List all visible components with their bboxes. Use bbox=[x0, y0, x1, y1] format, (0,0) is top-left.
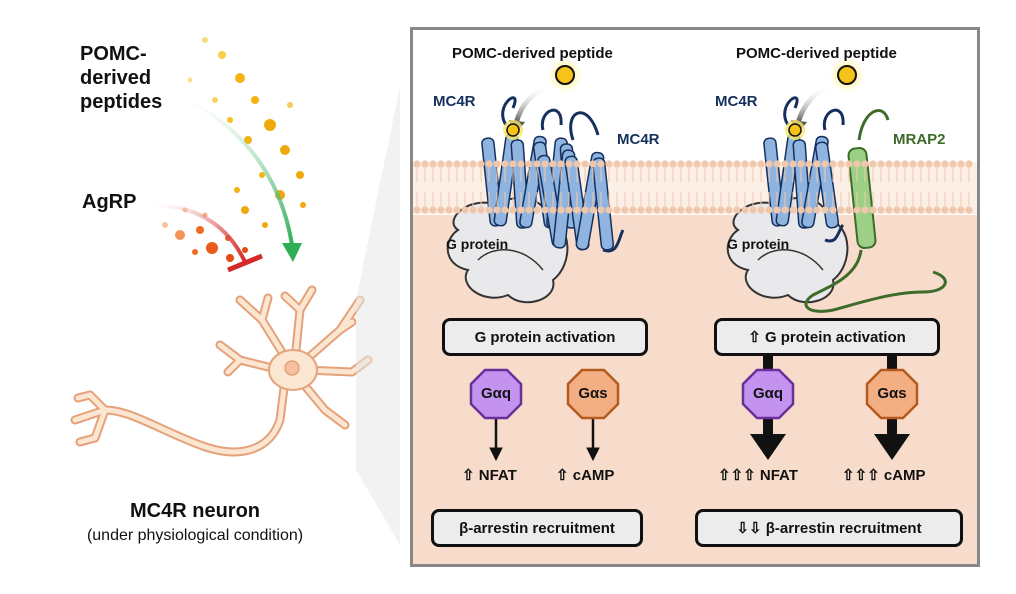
right-mrap2-label: MRAP2 bbox=[893, 131, 946, 148]
ligand-sun-icon-right bbox=[837, 65, 857, 85]
mrap2-loop bbox=[857, 109, 890, 141]
right-arrestin-box: ⇩⇩ β-arrestin recruitment bbox=[695, 509, 963, 547]
pomc-label: POMC- derived peptides bbox=[80, 42, 162, 114]
agrp-inhibition-line bbox=[149, 203, 247, 263]
left-scenario bbox=[446, 57, 625, 304]
left-illustration bbox=[70, 37, 400, 545]
left-gaq-label: Gαq bbox=[480, 385, 512, 402]
right-gaq-label: Gαq bbox=[752, 385, 784, 402]
right-gprotein-label: G protein bbox=[727, 236, 790, 252]
agrp-label: AgRP bbox=[82, 191, 137, 213]
pomc-arrow-head bbox=[282, 243, 302, 262]
ligand-arrow-right bbox=[795, 82, 836, 124]
mrap2-helix bbox=[847, 147, 877, 249]
pomc-activation-arrow bbox=[174, 93, 294, 246]
pomc-peptide-dots bbox=[187, 37, 306, 228]
neuron-title: MC4R neuron bbox=[130, 500, 260, 522]
receptor-helix-icon-right bbox=[763, 133, 840, 229]
left-ligand-label: POMC-derived peptide bbox=[452, 45, 613, 62]
left-activation-box: G protein activation bbox=[442, 318, 648, 356]
left-gas-label: Gαs bbox=[578, 385, 608, 402]
pomc-label-line-2: derived bbox=[80, 67, 152, 89]
membrane-lipids bbox=[413, 160, 973, 214]
left-camp-label: ⇧ cAMP bbox=[556, 467, 615, 484]
zoom-wedge bbox=[356, 86, 400, 545]
neuron-icon bbox=[70, 285, 373, 457]
neuron-subtitle: (under physiological condition) bbox=[86, 527, 304, 544]
left-nfat-label: ⇧ NFAT bbox=[462, 467, 517, 484]
left-arrestin-box: β-arrestin recruitment bbox=[431, 509, 643, 547]
mrap2-tail bbox=[804, 249, 947, 313]
octagon-icon-gas-left bbox=[566, 368, 620, 420]
left-receptor-label-1: MC4R bbox=[433, 93, 476, 110]
ligand-arrow bbox=[513, 82, 554, 124]
octagon-icon-gaq-right bbox=[741, 368, 795, 420]
right-scenario bbox=[726, 57, 947, 313]
octagon-icon-gas-right bbox=[865, 368, 919, 420]
right-activation-box: ⇧ G protein activation bbox=[714, 318, 940, 356]
detail-panel-graphics bbox=[413, 57, 977, 564]
left-receptor-label-2: MC4R bbox=[617, 131, 660, 148]
left-gprotein-label: G protein bbox=[446, 236, 509, 252]
agrp-peptide-dots bbox=[162, 207, 248, 262]
right-gas-label: Gαs bbox=[877, 385, 907, 402]
right-nfat-label: ⇧⇧⇧ NFAT bbox=[718, 467, 798, 484]
octagon-icon-gaq-left bbox=[469, 368, 523, 420]
pomc-label-line-3: peptides bbox=[80, 91, 163, 113]
ligand-sun-icon bbox=[555, 65, 575, 85]
right-receptor-label: MC4R bbox=[715, 93, 758, 110]
receptor-helix-icon-2 bbox=[537, 149, 615, 251]
inhibition-bar-icon bbox=[227, 253, 263, 273]
signal-connectors bbox=[489, 350, 910, 462]
right-camp-label: ⇧⇧⇧ cAMP bbox=[842, 467, 926, 484]
right-ligand-label: POMC-derived peptide bbox=[736, 45, 897, 62]
pomc-label-line-1: POMC- bbox=[80, 43, 147, 65]
